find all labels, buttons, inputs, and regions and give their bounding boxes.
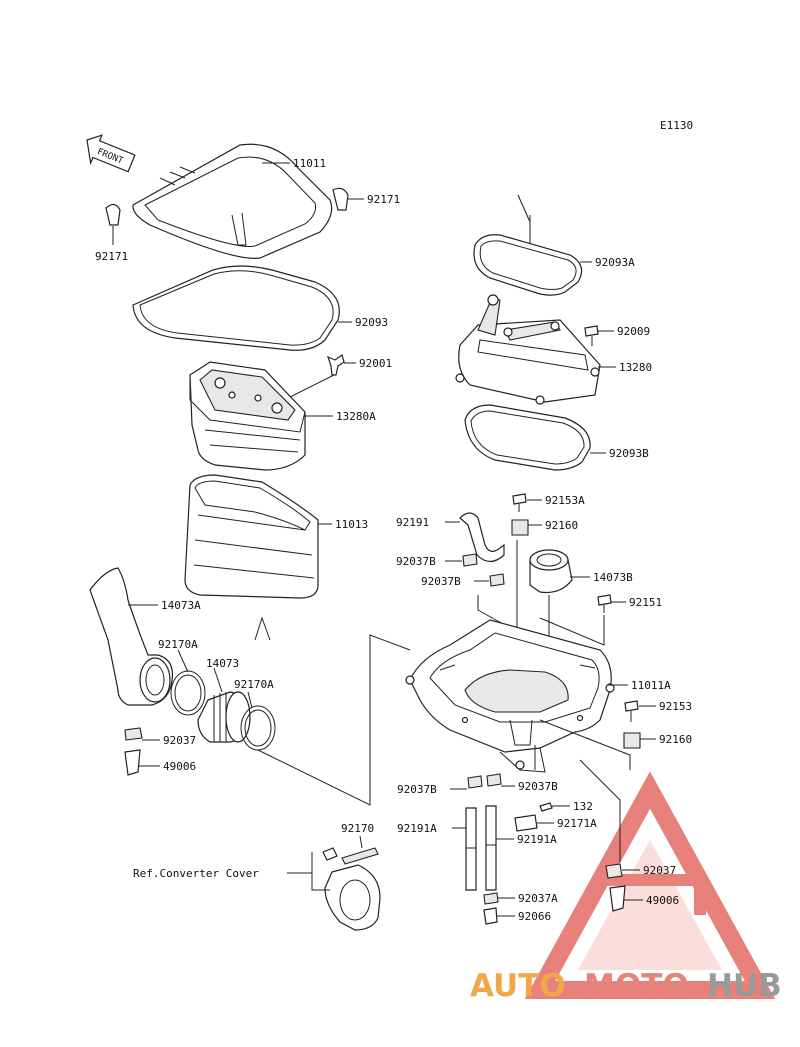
converter-cover-part [324,864,381,931]
label-92153: 92153 [659,700,692,713]
air-cleaner-case-11011A [405,619,615,773]
watermark-text: AUTO MOTO HUB [470,968,782,1004]
bolt-92153A [512,493,527,512]
label-92001: 92001 [359,357,392,370]
label-92191A-left: 92191A [397,822,437,835]
diagram-code: E1130 [660,119,693,132]
drain-tube-92191A-right [485,805,497,891]
screw-132 [539,802,553,812]
filter-holder-13280 [455,294,601,405]
drain-cap-49006-left [124,749,141,776]
clamp-92037-right [605,863,623,879]
clip-92171-right [332,187,349,211]
clamp-92037A [483,892,499,905]
label-92171A: 92171A [557,817,597,830]
grommet-92160-bottom [623,732,641,749]
wing-nut-92001 [327,354,345,376]
label-92160-bottom: 92160 [659,733,692,746]
label-92093B: 92093B [609,447,649,460]
label-11011A: 11011A [631,679,671,692]
gasket-92093A [473,234,583,296]
intake-hose-14073 [197,691,251,743]
front-arrow-icon: FRONT [86,134,136,173]
watermark-part-hub: HUB [707,968,782,1004]
label-92066: 92066 [518,910,551,923]
label-92171-left: 92171 [95,250,128,263]
label-132: 132 [573,800,593,813]
ref-converter-cover-note: Ref.Converter Cover [133,867,259,880]
intake-duct-14073A [89,567,174,706]
label-92153A: 92153A [545,494,585,507]
band-92170 [341,847,379,865]
label-92170A-right: 92170A [234,678,274,691]
label-49006-right: 49006 [646,894,679,907]
watermark-part-auto: AUTO [470,968,566,1004]
gasket-92093B [464,404,591,471]
label-14073: 14073 [206,657,239,670]
label-92037B-a: 92037B [396,555,436,568]
label-92170A-left: 92170A [158,638,198,651]
clip-92171-left [105,203,121,226]
label-92037B-d: 92037B [518,780,558,793]
clamp-92037B-d [486,773,502,787]
label-92191: 92191 [396,516,429,529]
clamp-92037B-c [467,775,483,789]
air-cleaner-cover-11011 [132,143,333,259]
clamp-92037B-b [489,573,505,587]
label-13280: 13280 [619,361,652,374]
label-92037B-c: 92037B [397,783,437,796]
watermark-part-moto: MOTO [584,968,689,1004]
label-92160-top: 92160 [545,519,578,532]
label-92037-right: 92037 [643,864,676,877]
air-filter-element-11013 [184,474,319,599]
label-14073B: 14073B [593,571,633,584]
label-92037A: 92037A [518,892,558,905]
label-49006-left: 49006 [163,760,196,773]
label-92093: 92093 [355,316,388,329]
grommet-92160-top [511,519,529,536]
bolt-92153 [624,700,639,722]
drain-tube-92191A-left [465,807,477,891]
label-13280A: 13280A [336,410,376,423]
label-11011: 11011 [293,157,326,170]
label-92171-right: 92171 [367,193,400,206]
breather-hose-92191 [459,512,505,563]
label-14073A: 14073A [161,599,201,612]
bolt-converter-cover [322,847,338,861]
intake-boot-14073B [529,549,573,594]
label-92037-left: 92037 [163,734,196,747]
hose-clamp-92170A-left [170,670,206,716]
label-92037B-b: 92037B [421,575,461,588]
label-92093A: 92093A [595,256,635,269]
filter-frame-13280A [189,361,306,471]
gasket-92093 [132,265,340,351]
clamp-92037B-a [462,553,478,567]
label-11013: 11013 [335,518,368,531]
label-92151: 92151 [629,596,662,609]
screw-92009 [584,325,599,346]
label-92191A-right: 92191A [517,833,557,846]
drain-cap-49006-right [609,885,626,912]
clip-92171A [514,814,538,832]
label-92170: 92170 [341,822,374,835]
watermark-logo [524,771,776,999]
clamp-92037-left [124,727,143,741]
bolt-92151 [597,594,612,613]
plug-92066 [483,907,498,925]
label-92009: 92009 [617,325,650,338]
